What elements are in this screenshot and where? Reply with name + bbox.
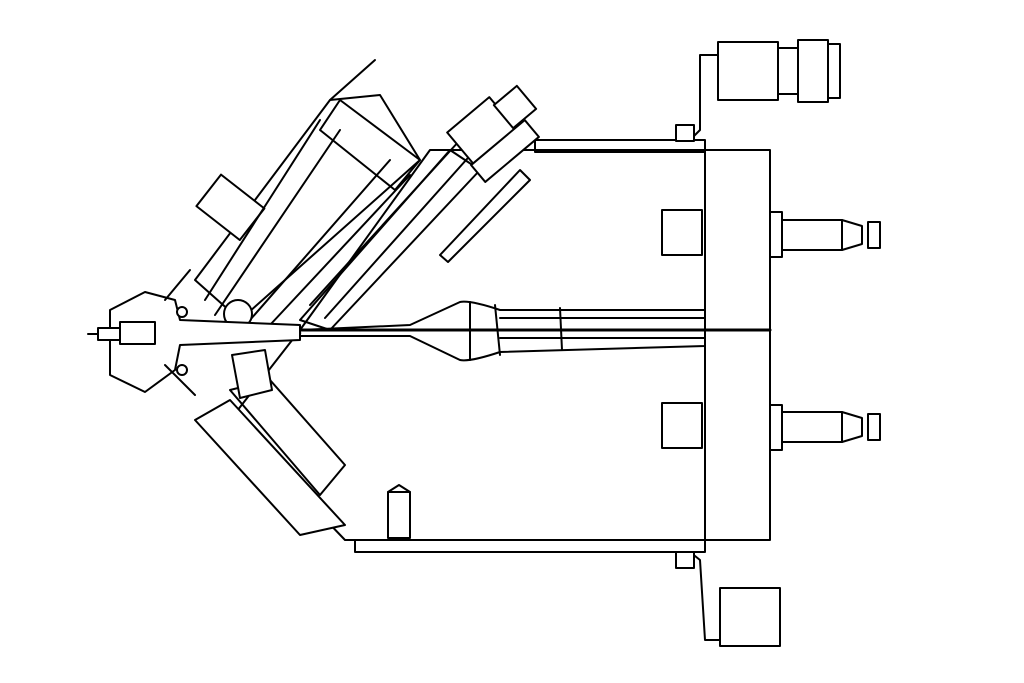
right-connector-lower (661, 402, 881, 451)
right-connector-upper (661, 209, 881, 258)
nose-assembly (87, 269, 301, 396)
bottom-connector (675, 551, 781, 647)
end-plate (703, 149, 772, 541)
top-connector (675, 39, 841, 142)
upper-feed-assembly-inner (299, 84, 540, 331)
lower-feed-assembly (194, 349, 411, 539)
upper-feed-assembly-outer (194, 59, 421, 329)
